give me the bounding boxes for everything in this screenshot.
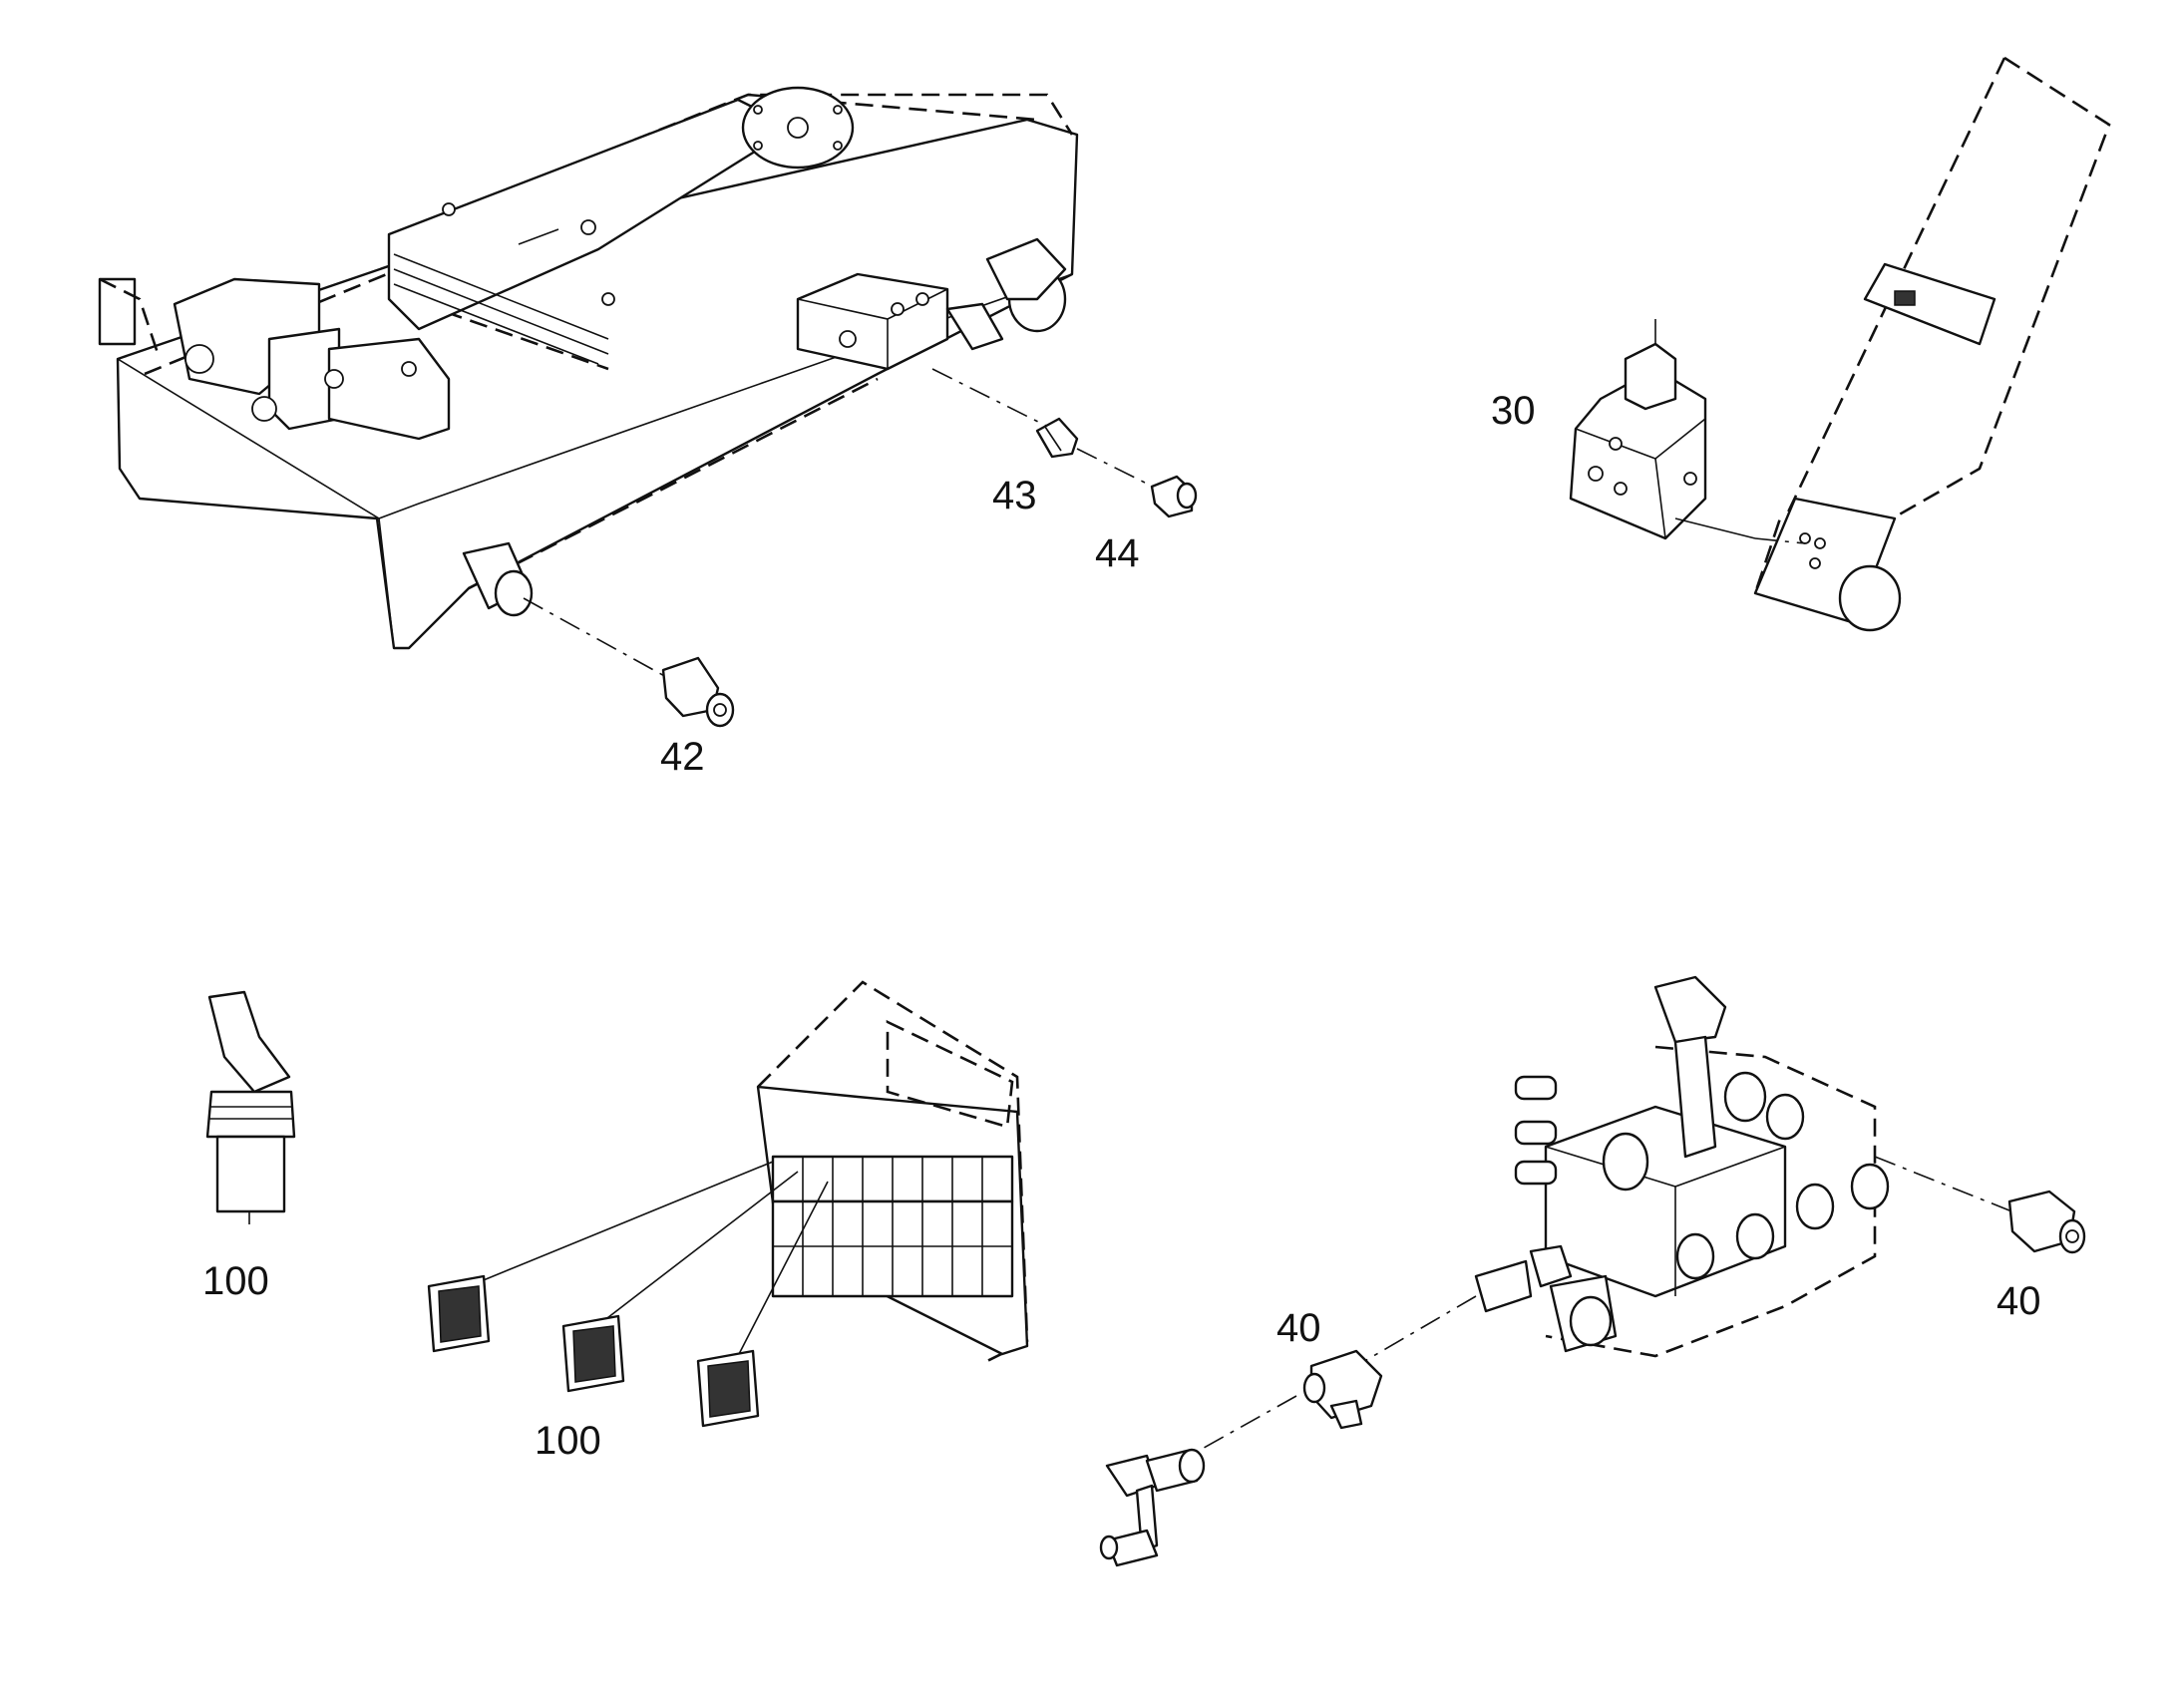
valve-bank [1474, 975, 1890, 1358]
callout-43: 43 [992, 474, 1037, 517]
callout-40-left: 40 [1276, 1306, 1321, 1350]
valve-block-30 [1569, 319, 1707, 540]
fitting-40-left [1302, 1349, 1383, 1430]
fitting-42 [661, 656, 735, 728]
leader-43 [931, 368, 1053, 430]
tee-assembly [1099, 1448, 1206, 1567]
callout-100-switches: 100 [535, 1419, 601, 1463]
switch-panel [756, 980, 1029, 1363]
callout-100-joystick: 100 [202, 1259, 269, 1303]
callout-40-right: 40 [1997, 1279, 2041, 1323]
leader-switch-1 [468, 1161, 774, 1287]
fitting-40-right [2007, 1190, 2086, 1254]
tank-assembly [98, 86, 1079, 650]
callout-42: 42 [660, 735, 705, 779]
leader-42 [523, 597, 669, 679]
rocker-switch-2 [561, 1314, 625, 1393]
leader-40-right [1874, 1156, 2025, 1217]
rocker-switch-3 [696, 1349, 760, 1428]
leader-40-left-a [1355, 1295, 1477, 1367]
fitting-44 [1150, 475, 1198, 518]
switch-bank [771, 1155, 1014, 1298]
column-assembly [1752, 56, 2111, 632]
leader-30 [1674, 517, 1756, 539]
leader-switch-3 [737, 1181, 829, 1357]
fitting-43 [1035, 417, 1079, 459]
leader-switch-2 [602, 1171, 799, 1322]
callout-30: 30 [1491, 389, 1536, 433]
rocker-switch-1 [427, 1274, 491, 1353]
joystick-100 [205, 990, 296, 1224]
callout-44: 44 [1095, 531, 1140, 575]
leader-44 [1076, 448, 1158, 490]
